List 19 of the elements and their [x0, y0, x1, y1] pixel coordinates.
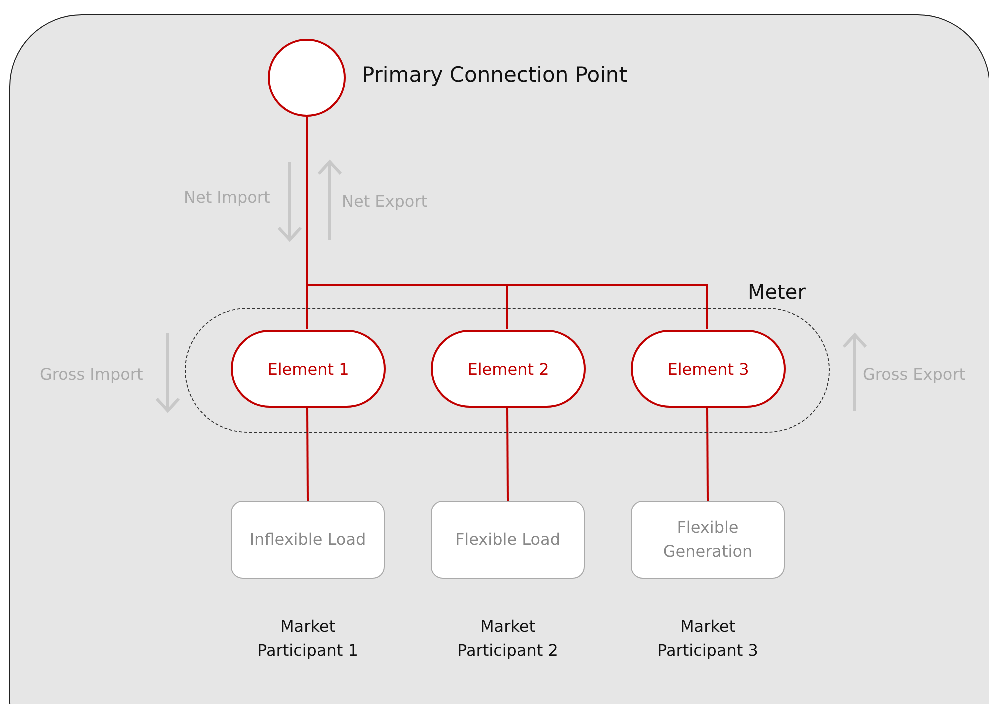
market-participant-label: Market Participant 1 [256, 616, 360, 662]
meter-label: Meter [748, 280, 806, 304]
market-participant-label: Market Participant 3 [656, 616, 760, 662]
market-participant-label: Market Participant 2 [456, 616, 560, 662]
connector-line [506, 407, 509, 501]
flow-label: Net Export [342, 192, 428, 211]
connector-line [706, 407, 709, 501]
participant-asset-box: Flexible Generation [631, 501, 785, 579]
flow-label: Gross Import [40, 365, 144, 384]
element-pill: Element 1 [231, 330, 386, 408]
participant-asset-box: Flexible Load [431, 501, 585, 579]
element-pill: Element 3 [631, 330, 786, 408]
connector-line [306, 407, 309, 501]
flow-label: Net Import [184, 188, 270, 207]
participant-asset-box: Inflexible Load [231, 501, 385, 579]
flow-label: Gross Export [863, 365, 966, 384]
meter-boundary [185, 308, 830, 433]
node-label: Primary Connection Point [362, 63, 628, 87]
element-pill: Element 2 [431, 330, 586, 408]
